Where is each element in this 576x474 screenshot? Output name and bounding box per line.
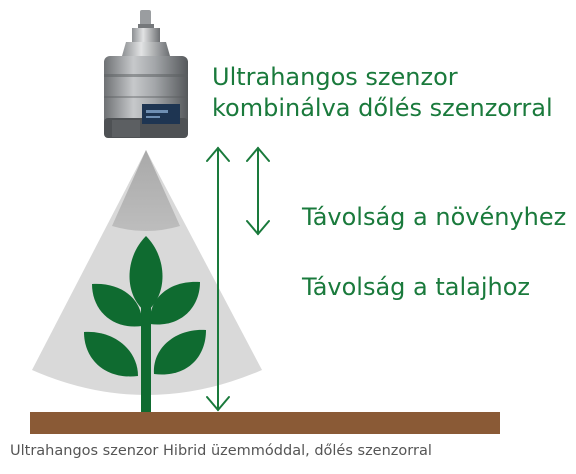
sensor-neck (132, 28, 160, 42)
plant-leaf-lower-right (153, 329, 206, 375)
plant-leaf-upper-left (92, 283, 143, 327)
beam-inner (112, 150, 180, 231)
plant-leaf-top (129, 236, 163, 312)
plant-stem (141, 268, 151, 412)
sensor-label-line2: kombinálva dőlés szenzorral (212, 94, 553, 122)
figure-caption: Ultrahangos szenzor Hibrid üzemmóddal, d… (10, 443, 432, 459)
sensor-label-plate (142, 104, 180, 124)
plant-leaf-upper-right (149, 281, 200, 325)
sensor-stem (140, 10, 151, 26)
sensor-label-line1: Ultrahangos szenzor (212, 63, 458, 91)
sensor-shoulder (122, 42, 170, 56)
plant (84, 236, 206, 412)
plant-distance-arrow (246, 146, 270, 236)
ultrasonic-sensor (104, 10, 188, 138)
plant-leaf-lower-left (84, 331, 138, 377)
ground (30, 412, 500, 434)
distance-to-plant-label: Távolság a növényhez (302, 203, 567, 231)
ground-distance-arrow (206, 146, 230, 412)
distance-to-ground-label: Távolság a talajhoz (302, 273, 531, 301)
sensor-label: Ultrahangos szenzor kombinálva dőlés sze… (212, 62, 553, 124)
